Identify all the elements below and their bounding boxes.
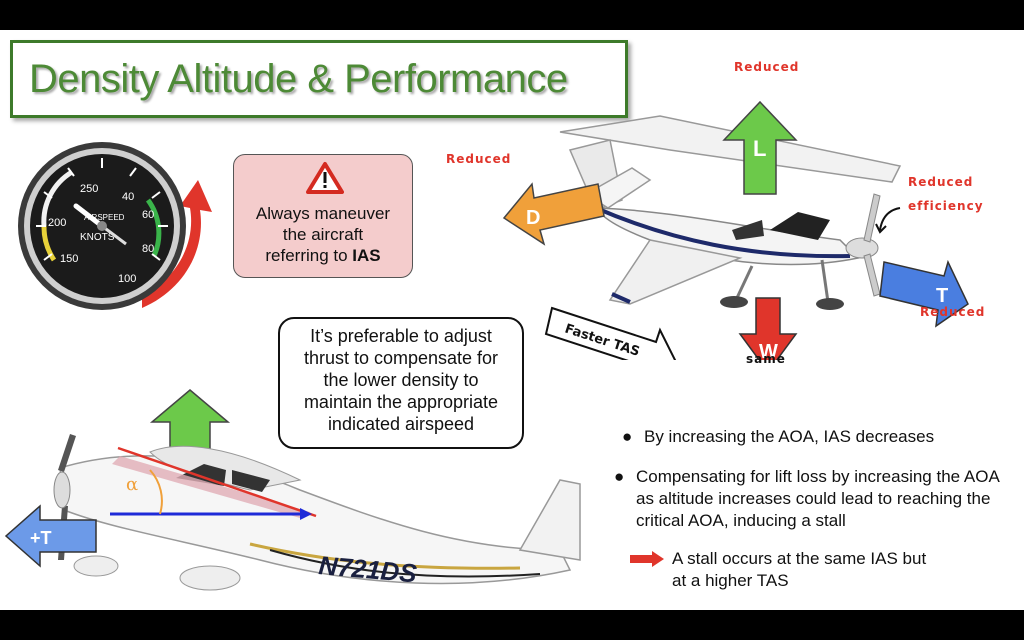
gauge-number: 80 xyxy=(142,243,154,255)
faster-tas-arrow xyxy=(544,306,677,360)
warning-line: the aircraft xyxy=(282,225,364,244)
callout-line: It’s preferable to adjust xyxy=(310,326,492,346)
sub-bullet-line: at a higher TAS xyxy=(672,571,789,590)
bullet-dot: ● xyxy=(622,427,633,446)
warning-icon xyxy=(306,162,344,194)
prop-note-line1: Reduced xyxy=(908,175,974,189)
slide: Density Altitude & Performance 250 200 1… xyxy=(0,30,1024,610)
drag-arrow xyxy=(502,182,605,246)
weight-arrow xyxy=(738,297,798,360)
gauge-number: 60 xyxy=(142,209,154,221)
chord-line xyxy=(117,446,317,518)
warning-line-prefix: referring to xyxy=(265,246,353,265)
callout-line: maintain the appropriate xyxy=(303,392,499,412)
gauge-needle xyxy=(73,203,105,229)
title-box: Density Altitude & Performance xyxy=(10,40,628,118)
bullet-list: ● By increasing the AOA, IAS decreases ●… xyxy=(614,426,1014,532)
callout-line: thrust to compensate for xyxy=(303,348,499,368)
warning-line: referring to IAS xyxy=(234,245,412,266)
drag-note: Reduced xyxy=(446,152,512,166)
bullet-item: ● By increasing the AOA, IAS decreases xyxy=(622,426,1014,448)
plus-thrust-arrow xyxy=(4,504,97,568)
warning-ias: IAS xyxy=(352,246,381,265)
callout-line: indicated airspeed xyxy=(327,414,475,434)
gauge-number: 100 xyxy=(118,273,136,285)
drag-letter: D xyxy=(526,207,540,229)
lift-letter: L xyxy=(753,136,766,161)
upper-plane-wing xyxy=(559,115,902,183)
lift-arrow xyxy=(722,100,798,195)
gauge-number: 250 xyxy=(80,183,98,195)
prop-note-line2: efficiency xyxy=(908,199,984,213)
gauge-face-label: AIRSPEED xyxy=(84,213,125,222)
sub-bullet-line: A stall occurs at the same IAS but xyxy=(672,549,927,568)
warning-box: Always maneuver the aircraft referring t… xyxy=(233,154,413,278)
lower-airplane-diagram: α N721DS +T xyxy=(4,389,581,591)
thrust-callout: It’s preferable to adjust thrust to comp… xyxy=(278,317,524,449)
callout-line: the lower density to xyxy=(323,370,479,390)
alpha-label: α xyxy=(126,474,138,495)
airspeed-indicator: 250 200 150 40 60 80 100 AIRSPEED KNOTS xyxy=(18,142,212,310)
bullet-item: ● Compensating for lift loss by increasi… xyxy=(614,466,1014,532)
gauge-number: 40 xyxy=(122,191,134,203)
gauge-number: 150 xyxy=(60,253,78,265)
bullet-text: By increasing the AOA, IAS decreases xyxy=(644,427,935,446)
prop-pointer-icon xyxy=(879,207,901,231)
forces-diagram: L D T W Faster TAS xyxy=(502,100,969,360)
green-up-arrow xyxy=(149,389,231,453)
aoa-arc xyxy=(149,469,163,515)
warning-text: Always maneuver the aircraft referring t… xyxy=(234,203,412,266)
sub-bullet-text: A stall occurs at the same IAS but at a … xyxy=(672,548,992,592)
red-curved-arrow-icon xyxy=(142,180,212,308)
gauge-unit-label: KNOTS xyxy=(80,232,115,243)
lower-plane-tail xyxy=(518,479,581,561)
lift-note: Reduced xyxy=(734,60,800,74)
weight-letter: W xyxy=(759,341,778,360)
bullet-text: Compensating for lift loss by increasing… xyxy=(636,467,999,530)
red-arrow-icon xyxy=(630,551,664,567)
bullet-dot: ● xyxy=(614,467,625,486)
weight-note: same xyxy=(746,352,786,366)
gauge-number: 200 xyxy=(48,217,66,229)
thrust-arrow xyxy=(879,259,969,328)
thrust-letter: T xyxy=(936,285,948,307)
plus-thrust-label: +T xyxy=(30,528,52,548)
upper-plane-fuselage xyxy=(594,207,860,266)
lower-plane-wing xyxy=(112,456,310,518)
warning-line: Always maneuver xyxy=(255,204,391,223)
thrust-note: Reduced xyxy=(920,305,986,319)
page-title: Density Altitude & Performance xyxy=(29,57,568,101)
